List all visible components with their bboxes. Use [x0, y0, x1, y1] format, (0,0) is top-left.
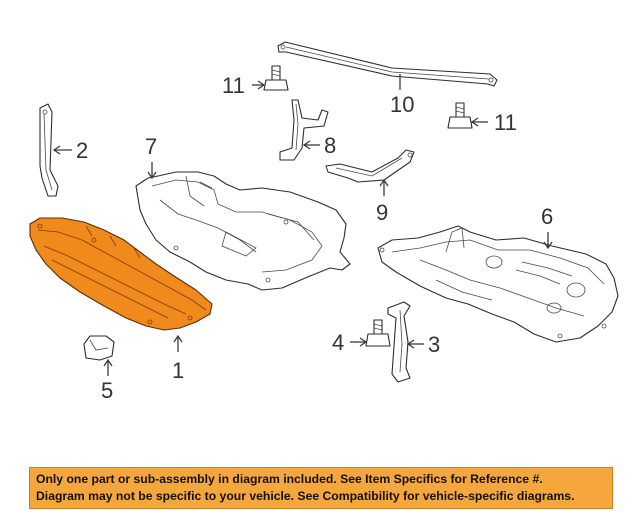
callout-1: 1 [172, 358, 184, 383]
callout-9: 9 [376, 200, 388, 225]
callout-2: 2 [76, 138, 88, 163]
callout-6: 6 [541, 204, 553, 229]
callout-10: 10 [390, 92, 414, 117]
part-3-bracket [387, 301, 411, 383]
leader-5-arrow [103, 358, 113, 367]
part-1-splash-shield [29, 217, 213, 331]
leader-2-arrow [52, 145, 61, 155]
part-9-bracket [325, 149, 415, 183]
part-8-bracket [279, 99, 329, 161]
callout-3: 3 [428, 332, 440, 357]
leader-3-arrow [406, 339, 415, 349]
callout-5: 5 [101, 378, 113, 403]
leader-7-arrow [147, 171, 157, 180]
part-10-brace [277, 41, 498, 87]
leader-9-arrow [379, 178, 389, 187]
callout-8: 8 [324, 133, 336, 158]
part-11-bolt-left [263, 65, 289, 91]
leader-8-arrow [302, 140, 311, 150]
callout-4: 4 [332, 330, 344, 355]
part-11-bolt-right [447, 102, 473, 129]
callout-11-right: 11 [494, 110, 517, 135]
leader-4-arrow [359, 337, 368, 347]
leader-6-arrow [543, 241, 553, 250]
part-7-undercover [135, 171, 351, 291]
leader-1-arrow [173, 334, 183, 343]
part-6-undercover [377, 225, 619, 343]
part-5-clip [83, 335, 115, 361]
part-4-bolt [365, 319, 391, 347]
notice-line-1: Only one part or sub-assembly in diagram… [36, 472, 543, 486]
callout-7: 7 [145, 134, 157, 159]
leader-11-left-arrow [257, 80, 266, 90]
notice-line-2: Diagram may not be specific to your vehi… [36, 489, 575, 503]
compatibility-notice: Only one part or sub-assembly in diagram… [29, 467, 613, 509]
leader-11-right-arrow [470, 117, 479, 127]
part-2-bracket [39, 103, 59, 197]
callout-11-left: 11 [222, 73, 245, 98]
part-1-fill [29, 217, 213, 331]
